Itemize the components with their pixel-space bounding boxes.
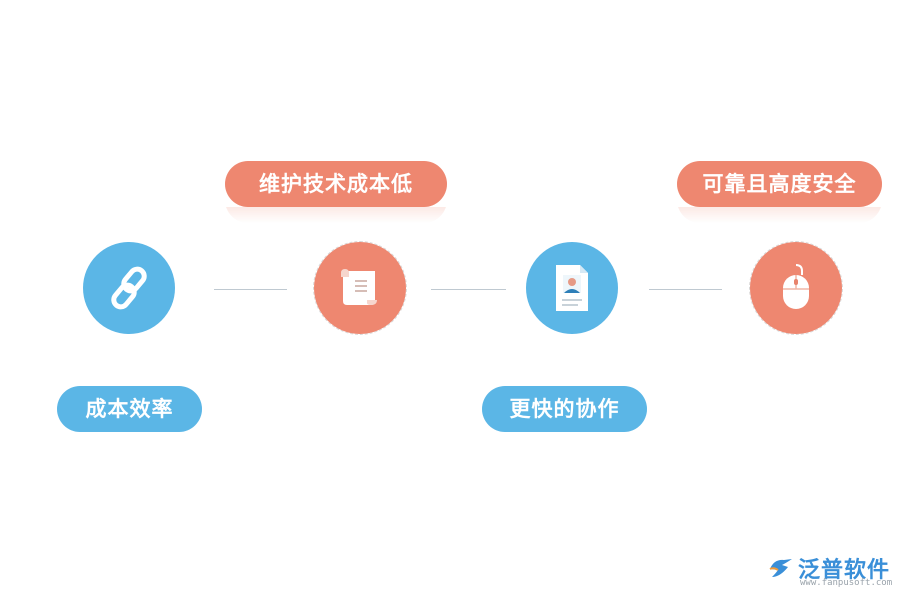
pill-faster-collaboration: 更快的协作 [482, 386, 647, 432]
mouse-icon [783, 264, 809, 309]
pill-maintenance-reflection [225, 207, 447, 223]
pill-security: 可靠且高度安全 [677, 161, 882, 207]
circle-security [750, 242, 842, 334]
ring-maintenance [313, 241, 407, 335]
brand-logo: 泛普软件 [768, 552, 890, 584]
scroll-icon [341, 269, 377, 305]
connector-line-3 [649, 289, 722, 290]
logo-mark-icon [769, 559, 792, 577]
circle-collaboration [526, 242, 618, 334]
pill-maintenance-cost: 维护技术成本低 [225, 161, 447, 207]
logo-url: www.fanpusoft.com [800, 578, 893, 588]
circle-maintenance [314, 242, 406, 334]
circle-efficiency [83, 242, 175, 334]
connector-line-1 [214, 289, 287, 290]
logo-name: 泛普软件 [798, 558, 891, 583]
ring-security [749, 241, 843, 335]
pill-security-reflection [677, 207, 882, 223]
connector-line-2 [431, 289, 506, 290]
link-icon [111, 266, 147, 310]
document-profile-icon [556, 265, 588, 311]
pill-cost-efficiency: 成本效率 [57, 386, 202, 432]
